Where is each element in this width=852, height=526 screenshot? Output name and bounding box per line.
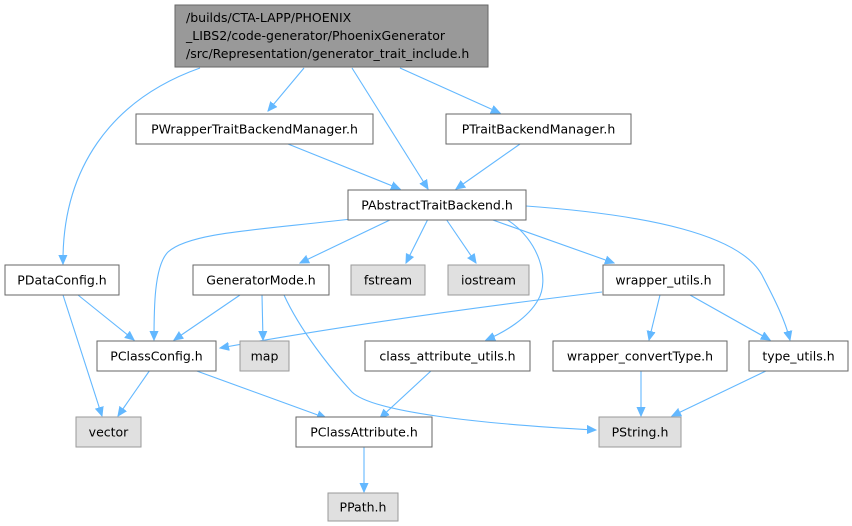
label-pabstract-trait-backend: PAbstractTraitBackend.h <box>361 198 513 213</box>
node-pclass-config[interactable]: PClassConfig.h <box>96 340 217 372</box>
edge-generator-mode-to-pclass-config <box>174 294 241 340</box>
label-wrapper-convert-type: wrapper_convertType.h <box>567 349 713 364</box>
label-pdata-config: PDataConfig.h <box>17 273 106 288</box>
node-pstring[interactable]: PString.h <box>598 416 682 448</box>
edge-pabstract-to-fstream <box>406 218 429 263</box>
edge-wrapper-utils-to-wrapper-convert-type <box>649 294 661 340</box>
root-line-2: _LIBS2/code-generator/PhoenixGenerator <box>185 28 446 43</box>
node-ptrait-backend-manager[interactable]: PTraitBackendManager.h <box>445 113 632 145</box>
label-ptrait-backend-manager: PTraitBackendManager.h <box>462 122 616 137</box>
edge-pclass-config-to-pclass-attribute <box>193 369 326 418</box>
edge-wrapper-utils-to-type-utils <box>689 294 770 340</box>
edge-ptrait-to-pabstract-trait-backend <box>456 143 521 189</box>
edge-wrapper-utils-to-pclass-config <box>220 291 603 348</box>
label-pclass-config: PClassConfig.h <box>110 349 202 364</box>
node-pwrapper-trait-backend-manager[interactable]: PWrapperTraitBackendManager.h <box>135 113 374 145</box>
edge-pdata-config-to-vector <box>62 294 102 416</box>
edge-root-to-ptrait-backend-manager <box>399 67 500 113</box>
edges <box>62 67 790 492</box>
label-fstream: fstream <box>364 273 412 288</box>
nodes: /builds/CTA-LAPP/PHOENIX _LIBS2/code-gen… <box>4 4 849 522</box>
edge-pdata-config-to-pclass-config <box>77 294 134 340</box>
edge-pabstract-to-type-utils <box>525 205 790 340</box>
edge-pabstract-to-generator-mode <box>300 218 393 263</box>
edge-class-attribute-utils-to-pclass-attribute <box>380 369 433 418</box>
label-generator-mode: GeneratorMode.h <box>206 273 315 288</box>
node-pdata-config[interactable]: PDataConfig.h <box>4 264 120 296</box>
edge-root-to-pwrapper-trait-backend-manager <box>268 67 305 111</box>
edge-root-to-pdata-config <box>63 67 201 264</box>
edge-root-to-pabstract-trait-backend <box>351 67 428 189</box>
edge-pabstract-to-iostream <box>445 218 476 263</box>
node-ppath[interactable]: PPath.h <box>327 492 399 522</box>
label-wrapper-utils: wrapper_utils.h <box>615 273 711 288</box>
node-wrapper-convert-type[interactable]: wrapper_convertType.h <box>552 340 728 372</box>
edge-pabstract-to-pclass-config <box>154 217 361 340</box>
node-vector[interactable]: vector <box>75 416 142 448</box>
node-fstream[interactable]: fstream <box>350 264 426 296</box>
edge-generator-mode-to-pstring <box>283 294 596 430</box>
edge-pwrapper-to-pabstract-trait-backend <box>287 143 400 189</box>
label-pstring: PString.h <box>612 425 669 440</box>
label-ppath: PPath.h <box>340 500 387 515</box>
label-pclass-attribute: PClassAttribute.h <box>310 425 418 440</box>
edge-type-utils-to-pstring <box>672 369 769 416</box>
node-type-utils[interactable]: type_utils.h <box>748 340 849 372</box>
node-pclass-attribute[interactable]: PClassAttribute.h <box>295 416 433 448</box>
label-type-utils: type_utils.h <box>762 349 834 364</box>
edge-pclass-config-to-vector <box>118 369 151 416</box>
root-line-3: /src/Representation/generator_trait_incl… <box>186 46 469 61</box>
node-root-file[interactable]: /builds/CTA-LAPP/PHOENIX _LIBS2/code-gen… <box>174 4 489 68</box>
label-class-attribute-utils: class_attribute_utils.h <box>379 349 515 364</box>
node-map[interactable]: map <box>239 340 290 372</box>
label-iostream: iostream <box>461 273 516 288</box>
label-map: map <box>251 349 279 364</box>
node-pabstract-trait-backend[interactable]: PAbstractTraitBackend.h <box>347 189 527 221</box>
node-wrapper-utils[interactable]: wrapper_utils.h <box>602 264 725 296</box>
node-generator-mode[interactable]: GeneratorMode.h <box>192 264 330 296</box>
label-pwrapper-trait-backend-manager: PWrapperTraitBackendManager.h <box>151 122 358 137</box>
node-iostream[interactable]: iostream <box>447 264 530 296</box>
label-vector: vector <box>89 425 130 440</box>
edge-generator-mode-to-map <box>262 294 263 340</box>
node-class-attribute-utils[interactable]: class_attribute_utils.h <box>364 340 531 372</box>
edge-pabstract-to-wrapper-utils <box>489 218 614 263</box>
root-line-1: /builds/CTA-LAPP/PHOENIX <box>186 10 352 25</box>
